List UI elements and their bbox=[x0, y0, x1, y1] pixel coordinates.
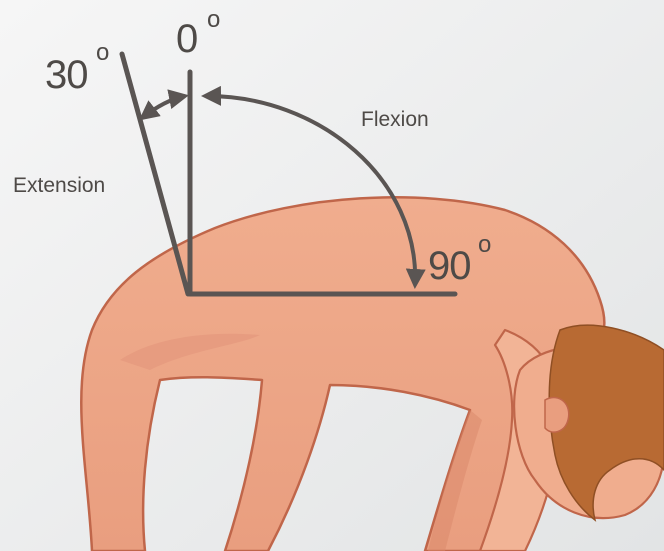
degree-symbol-30: o bbox=[96, 39, 109, 66]
ear bbox=[545, 398, 569, 433]
flexion-label: Flexion bbox=[361, 108, 429, 131]
extension-label: Extension bbox=[13, 174, 105, 197]
degree-symbol-90: o bbox=[478, 231, 491, 258]
angle-label-30: 30 bbox=[45, 53, 88, 97]
angle-label-0: 0 bbox=[176, 17, 197, 61]
angle-label-90: 90 bbox=[428, 244, 471, 288]
degree-symbol-0: o bbox=[207, 6, 220, 33]
